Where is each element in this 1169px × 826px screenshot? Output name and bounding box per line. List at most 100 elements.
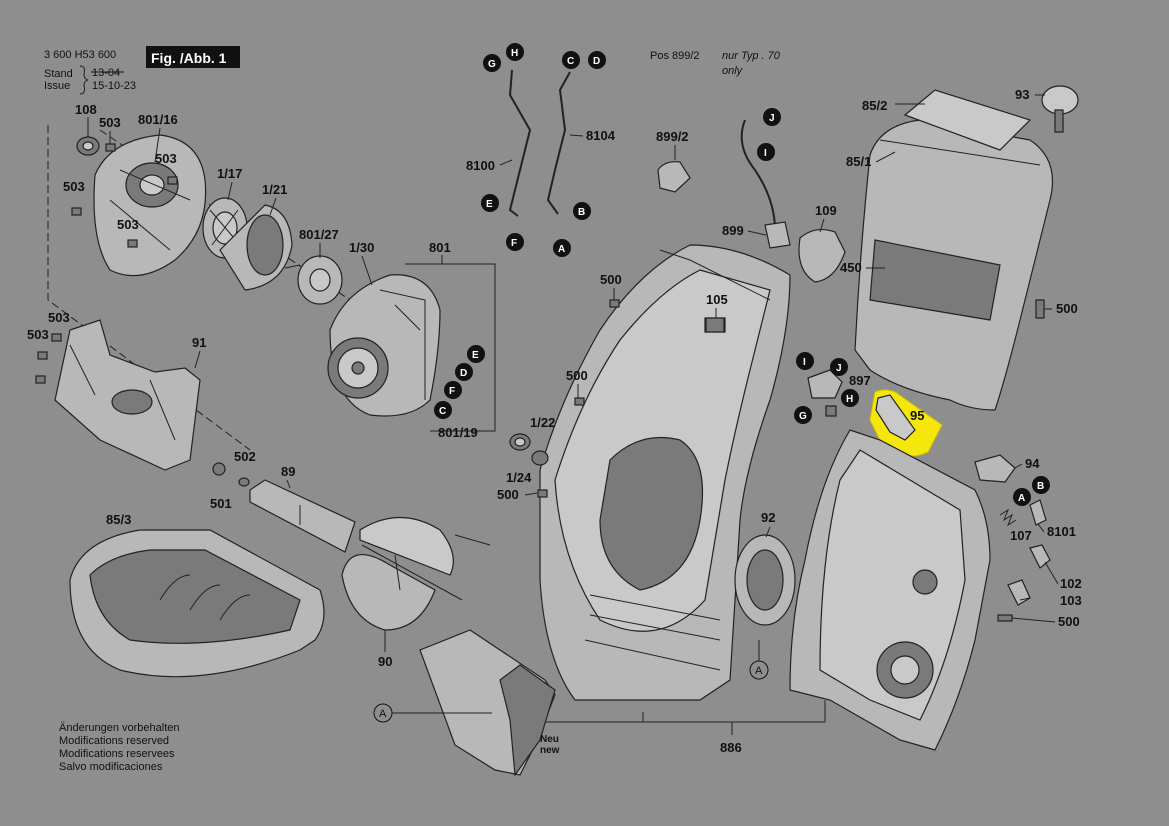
line-90 — [454, 534, 491, 546]
label-503d: 503 — [117, 217, 139, 232]
label-503a: 503 — [99, 115, 121, 130]
part-94 — [974, 454, 1016, 483]
part-93 — [1041, 85, 1079, 133]
svg-text:C: C — [439, 406, 446, 417]
label-102: 102 — [1060, 576, 1082, 591]
housing-886 — [539, 244, 791, 701]
label-108: 108 — [75, 102, 97, 117]
label-107: 107 — [1010, 528, 1032, 543]
label-85-3: 85/3 — [106, 512, 131, 527]
part-899-2 — [657, 161, 691, 193]
part-109 — [798, 228, 846, 283]
svg-text:A: A — [1018, 493, 1025, 504]
chute-part — [419, 629, 556, 777]
doc-number: 3 600 H53 600 — [44, 49, 116, 61]
new-label: new — [540, 745, 560, 756]
bracket-886 — [545, 700, 826, 735]
lower-right-housing — [789, 429, 991, 751]
label-897: 897 — [849, 373, 871, 388]
svg-text:D: D — [593, 56, 600, 67]
cable-899 — [740, 119, 776, 231]
label-89: 89 — [281, 464, 295, 479]
stand-label: Stand — [44, 68, 73, 80]
leader-lines — [87, 94, 1059, 652]
svg-text:D: D — [460, 368, 467, 379]
svg-text:J: J — [836, 363, 842, 374]
label-1-21: 1/21 — [262, 182, 287, 197]
label-899: 899 — [722, 223, 744, 238]
part-801-27 — [284, 255, 343, 305]
rod-8104 — [546, 71, 571, 215]
label-103: 103 — [1060, 593, 1082, 608]
label-503f: 503 — [27, 327, 49, 342]
pos-ref: Pos 899/2 — [650, 50, 700, 62]
label-450: 450 — [840, 260, 862, 275]
part-107 — [999, 508, 1017, 527]
neu-label: Neu — [540, 734, 559, 745]
part-801-16 — [93, 134, 207, 277]
footer-note-2: Modifications reserved — [59, 735, 169, 747]
stand-value: 13-04 — [92, 67, 120, 79]
label-92: 92 — [761, 510, 775, 525]
label-1-24: 1/24 — [506, 470, 532, 485]
svg-text:A: A — [379, 708, 387, 720]
label-8100: 8100 — [466, 158, 495, 173]
only-type-en: only — [722, 65, 744, 77]
svg-text:I: I — [803, 357, 806, 368]
label-94: 94 — [1025, 456, 1040, 471]
label-500e: 500 — [1058, 614, 1080, 629]
footer-note-3: Modifications reservees — [59, 748, 175, 760]
label-503e: 503 — [48, 310, 70, 325]
label-801-16: 801/16 — [138, 112, 178, 127]
label-95: 95 — [910, 408, 924, 423]
part-8101 — [1029, 499, 1047, 526]
svg-text:E: E — [472, 350, 479, 361]
svg-text:F: F — [449, 386, 455, 397]
part-1-30-motor — [327, 274, 441, 417]
label-85-2: 85/2 — [862, 98, 887, 113]
label-1-30: 1/30 — [349, 240, 374, 255]
svg-text:C: C — [567, 56, 574, 67]
label-85-1: 85/1 — [846, 154, 871, 169]
label-501: 501 — [210, 496, 232, 511]
bracket-801 — [405, 263, 496, 432]
ref-markers: H G C D E F B A J I E D F C I J H G A B — [434, 43, 1050, 506]
svg-text:H: H — [511, 48, 518, 59]
label-801-27: 801/27 — [299, 227, 339, 242]
part-92 — [734, 534, 796, 626]
part-85-2 — [903, 89, 1032, 151]
part-1-24 — [531, 450, 549, 466]
label-8104: 8104 — [586, 128, 616, 143]
svg-text:G: G — [799, 411, 807, 422]
svg-text:J: J — [769, 113, 775, 124]
part-90 — [341, 516, 463, 631]
label-90: 90 — [378, 654, 392, 669]
svg-text:A: A — [755, 665, 763, 677]
part-91 — [54, 319, 201, 471]
label-500c: 500 — [497, 487, 519, 502]
brace — [79, 65, 89, 95]
label-500a: 500 — [600, 272, 622, 287]
label-93: 93 — [1015, 87, 1029, 102]
svg-text:E: E — [486, 199, 493, 210]
issue-label: Issue — [44, 80, 70, 92]
footer-note-1: Änderungen vorbehalten — [59, 722, 179, 734]
label-899-2: 899/2 — [656, 129, 689, 144]
part-89 — [249, 479, 356, 553]
label-503b: 503 — [155, 151, 177, 166]
label-105: 105 — [706, 292, 728, 307]
part-105 — [705, 317, 725, 333]
label-801: 801 — [429, 240, 451, 255]
screws-500 — [537, 299, 1045, 622]
svg-text:B: B — [1037, 481, 1044, 492]
label-8101: 8101 — [1047, 524, 1076, 539]
label-500d: 500 — [1056, 301, 1078, 316]
svg-text:A: A — [558, 244, 565, 255]
part-502 — [238, 477, 250, 487]
footer-note-4: Salvo modificaciones — [59, 761, 163, 773]
label-1-17: 1/17 — [217, 166, 242, 181]
issue-value: 15-10-23 — [92, 80, 136, 92]
rod-8100 — [508, 69, 532, 217]
part-85-3 — [69, 529, 325, 678]
label-801-19: 801/19 — [438, 425, 478, 440]
